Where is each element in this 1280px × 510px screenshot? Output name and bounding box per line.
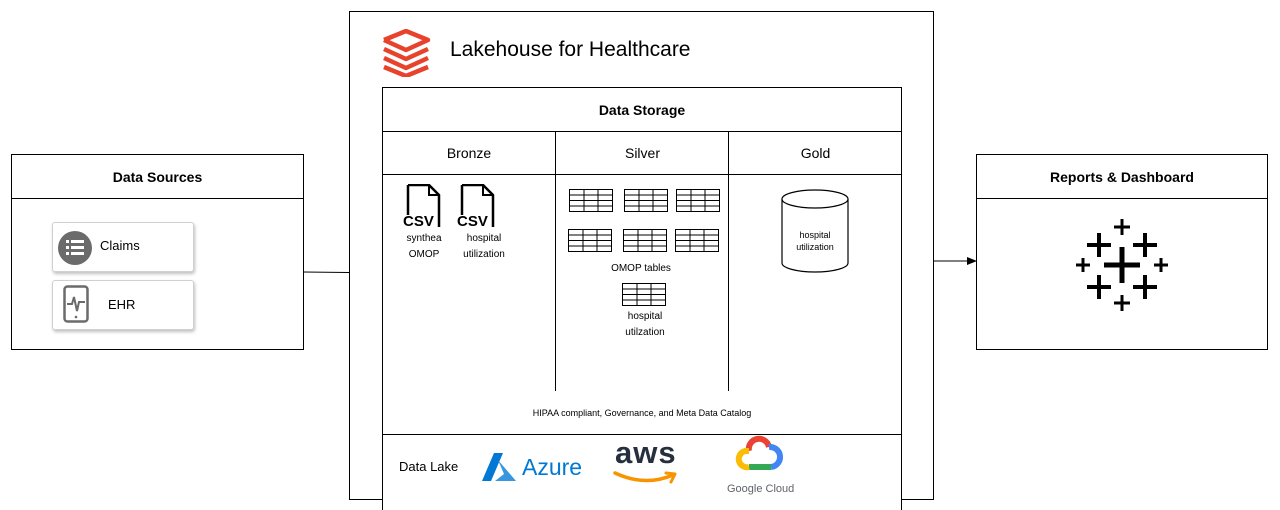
data-storage-header: Data Storage [383,88,901,132]
bronze-header: Bronze [382,131,556,175]
google-cloud-label: Google Cloud [727,483,795,495]
claims-source[interactable]: Claims [52,222,194,272]
csv-file-icon: CSV [402,183,442,233]
reports-header: Reports & Dashboard [977,155,1267,199]
ehr-label: EHR [108,297,136,312]
google-cloud-logo-icon [735,435,783,478]
governance-label: HIPAA compliant, Governance, and Meta Da… [532,407,752,418]
omop-tables-label: OMOP tables [611,263,671,274]
ehr-source[interactable]: EHR [52,280,194,330]
governance-box: HIPAA compliant, Governance, and Meta Da… [382,391,902,435]
table-icon [676,189,720,212]
tableau-icon [1076,219,1168,316]
list-icon [57,230,93,271]
databricks-logo-icon [381,28,431,82]
data-sources-header: Data Sources [12,155,303,199]
lakehouse-title: Lakehouse for Healthcare [450,38,691,61]
data-lake-box: Data Lake Azure aws Google Cloud [382,434,902,510]
claims-label: Claims [100,238,140,253]
table-icon [675,229,719,252]
data-sources-box: Data Sources Claims EHR [11,154,304,350]
silver-header: Silver [556,131,729,175]
reports-box: Reports & Dashboard [976,154,1268,350]
aws-smile-icon [613,469,681,492]
table-icon [623,229,667,252]
tablet-pulse-icon [63,285,89,328]
table-icon [569,189,613,212]
gold-header: Gold [729,131,902,175]
table-icon [624,189,668,212]
aws-label: aws [615,435,677,470]
table-icon [622,283,666,306]
svg-text:CSV: CSV [403,213,434,228]
azure-logo-icon [481,452,517,487]
csv-file-icon: CSV [456,183,496,233]
data-lake-label: Data Lake [399,459,459,474]
svg-text:CSV: CSV [457,213,488,228]
database-icon [781,189,849,278]
table-icon [568,229,612,252]
azure-label: Azure [522,454,583,480]
